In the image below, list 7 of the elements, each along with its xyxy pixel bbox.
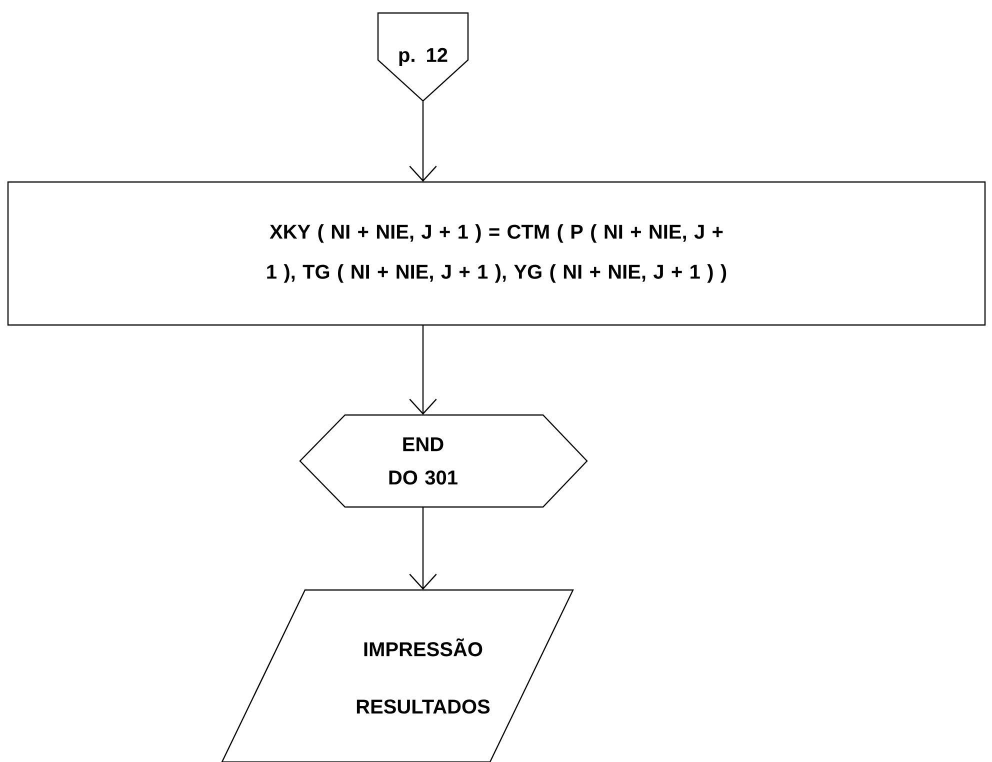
process-box: XKY ( NI + NIE, J + 1 ) = CTM ( P ( NI + NIE, J + 1 ), TG ( NI + NIE, J + 1 ), YG ( NI + NIE, J + 1 ) ): [7, 181, 986, 326]
arrow: [409, 101, 437, 182]
arrow: [409, 507, 437, 590]
arrow: [409, 325, 437, 415]
loop-hexagon: END DO 301: [299, 414, 588, 508]
input-output-parallelogram: IMPRESSÃO RESULTADOS: [221, 589, 574, 762]
off-page-connector: p. 12: [377, 12, 469, 102]
